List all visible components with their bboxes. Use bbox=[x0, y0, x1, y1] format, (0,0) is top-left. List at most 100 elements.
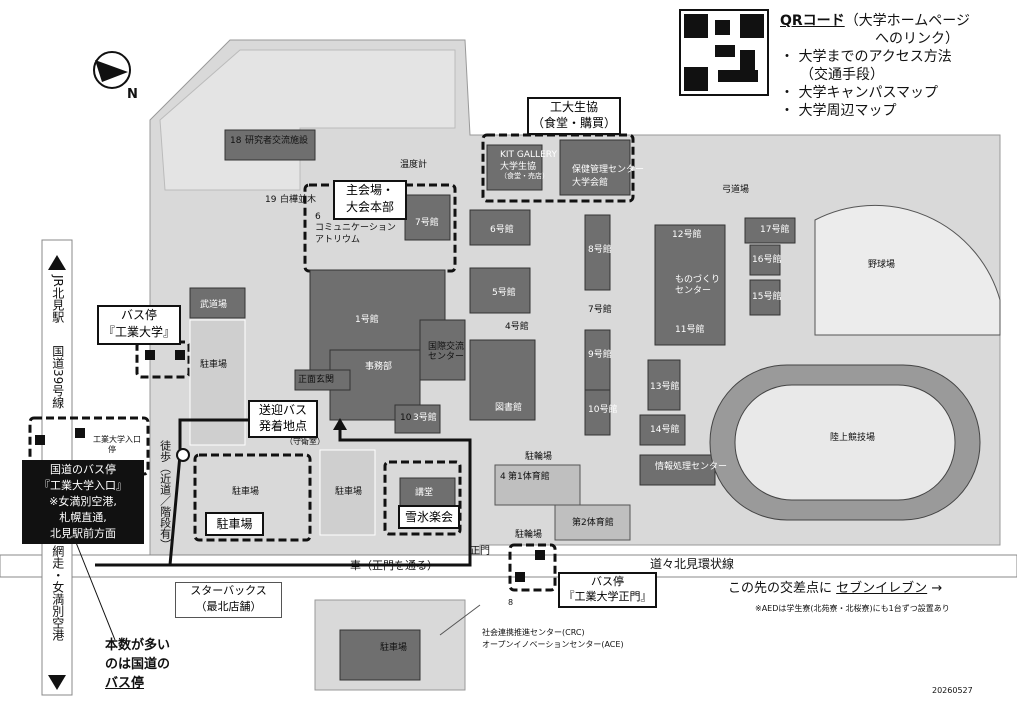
frequent-note-3: バス停 bbox=[105, 676, 145, 691]
compass-north-label: N bbox=[127, 87, 138, 102]
bld-6go: 6号館 bbox=[490, 225, 514, 235]
bld-monozukuri-1: ものづくり bbox=[675, 275, 721, 285]
bld-library: 図書館 bbox=[495, 403, 523, 413]
bld-jimubu: 事務部 bbox=[365, 362, 393, 372]
route39-label: 国道39号線 bbox=[50, 345, 65, 409]
building-budo bbox=[189, 287, 246, 319]
main-venue-callout-2: 大会本部 bbox=[345, 200, 394, 214]
shuttle-callout-1: 送迎バス bbox=[258, 403, 307, 417]
main-venue-callout: 主会場・ 大会本部 bbox=[333, 180, 407, 220]
seven-name: セブンイレブン bbox=[836, 581, 928, 596]
kokudo-stop-callout-1: 国道のバス停 bbox=[50, 463, 116, 476]
univ-stop-callout-2: 『工業大学』 bbox=[102, 325, 175, 339]
qr-title: QRコード bbox=[780, 13, 845, 29]
parking-lot-west bbox=[189, 319, 246, 446]
road-east-label: 道々北見環状線 bbox=[650, 557, 735, 571]
building-8 bbox=[584, 214, 611, 291]
bld-track: 陸上競技場 bbox=[830, 433, 876, 443]
bld-11: 11号館 bbox=[675, 325, 705, 335]
main-gate-label: 正門 bbox=[470, 546, 490, 557]
building-9 bbox=[584, 329, 611, 391]
athletics-infield bbox=[734, 384, 956, 501]
qr-item-4: 大学周辺マップ bbox=[798, 103, 897, 119]
car-route-label: 車（正門を通る） bbox=[350, 559, 438, 572]
bld-parking-3: 駐車場 bbox=[335, 487, 363, 497]
kokudo-stop-callout-4: 札幌直通, bbox=[59, 511, 107, 524]
bld-parking-6: 駐車場 bbox=[380, 643, 408, 653]
univ-stop-frame bbox=[135, 340, 191, 379]
starbucks-callout-2: （最北店舗） bbox=[195, 600, 262, 613]
bld-kitgallery: KIT GALLERY bbox=[500, 150, 557, 160]
bld-kokusai-1: 国際交流 bbox=[428, 342, 465, 352]
bld-6b: アトリウム bbox=[315, 235, 361, 245]
bld-4: 4号館 bbox=[505, 322, 529, 332]
building-library bbox=[469, 339, 536, 421]
building-7 bbox=[404, 194, 451, 241]
bld-onsen: 温度計 bbox=[400, 160, 428, 170]
bld-12: 12号館 bbox=[672, 230, 702, 240]
main-gate-stop-frame bbox=[508, 543, 557, 592]
bld-3: 3号館 bbox=[413, 413, 437, 423]
building-10 bbox=[584, 389, 611, 436]
qr-code-icon[interactable] bbox=[679, 9, 769, 96]
coop-callout-1: 工大生協 bbox=[549, 100, 598, 114]
building-16 bbox=[749, 244, 781, 276]
bld-coop-2: （食堂・売店） bbox=[500, 172, 549, 180]
bld-7b: 7号館 bbox=[588, 305, 612, 315]
bld-shirakaba: 白樺並木 bbox=[280, 195, 317, 205]
bld-kodo: 講堂 bbox=[415, 488, 434, 498]
building-health bbox=[559, 139, 631, 196]
building-18 bbox=[224, 129, 316, 161]
bld-8: 8号館 bbox=[588, 245, 612, 255]
kokudo-stop-small-2: 停 bbox=[108, 445, 116, 454]
parking-lot-centre bbox=[319, 449, 376, 536]
bus-stop-icons bbox=[35, 350, 545, 582]
kokudo-stop-small-1: 工業大学入口 bbox=[93, 435, 141, 444]
bld-info: 情報処理センター bbox=[655, 462, 728, 472]
qr-item-3: 大学キャンパスマップ bbox=[798, 85, 939, 101]
bld-18: 研究者交流施設 bbox=[245, 136, 309, 146]
bld-15: 15号館 bbox=[752, 292, 782, 302]
route-arrow-down bbox=[48, 675, 66, 690]
bld-3-num: 10 bbox=[400, 413, 412, 423]
bld-gym2: 第2体育館 bbox=[572, 518, 614, 528]
qr-title-note-1: （大学ホームページ bbox=[844, 13, 970, 29]
bld-6-num: 6 bbox=[315, 212, 321, 222]
bus-stop-icon-gate-2 bbox=[515, 572, 525, 582]
car-route-arrowhead bbox=[333, 418, 347, 430]
starbucks-callout: スターバックス （最北店舗） bbox=[175, 582, 282, 618]
bld-crc-2: オープンイノベーションセンター(ACE) bbox=[482, 640, 624, 649]
bld-19-num: 19 bbox=[265, 195, 277, 205]
footer-code: 20260527 bbox=[932, 686, 973, 695]
snow-ice-callout: 雪氷楽会 bbox=[398, 505, 460, 529]
coop-callout-2: （食堂・購買） bbox=[531, 116, 616, 130]
bld-kokusai-2: センター bbox=[428, 352, 465, 362]
bld-6: コミュニケーション bbox=[315, 223, 396, 233]
building-6go bbox=[469, 209, 531, 246]
univ-stop-callout: バス停 『工業大学』 bbox=[97, 305, 181, 345]
qr-item-1: 大学までのアクセス方法 bbox=[798, 49, 952, 65]
walk-route-label: 徒歩（近道／階段有） bbox=[158, 440, 172, 550]
bus-stop-icon-univ-2 bbox=[175, 350, 185, 360]
building-13 bbox=[647, 359, 681, 411]
aed-note: ※AEDは学生寮(北苑寮・北桜寮)にも1台ずつ設置あり bbox=[755, 604, 950, 613]
bus-stop-icon-kokudo-1 bbox=[35, 435, 45, 445]
leader-frequent bbox=[74, 539, 116, 641]
bld-crc-1: 社会連携推進センター(CRC) bbox=[482, 628, 585, 637]
qr-item-2: （交通手段） bbox=[800, 67, 884, 83]
main-gate-stop-callout: バス停 『工業大学正門』 bbox=[558, 572, 657, 608]
bld-parking-5: 駐輪場 bbox=[515, 530, 543, 540]
car-route bbox=[95, 425, 472, 567]
kokudo-stop-callout-3: ※女満別空港, bbox=[49, 495, 117, 508]
building-12 bbox=[654, 224, 726, 346]
building-17 bbox=[744, 217, 796, 244]
bld-hall: 大学会館 bbox=[572, 178, 609, 188]
kokudo-stop-frame bbox=[28, 416, 150, 476]
route-south-label: 網走・女満別空港 bbox=[50, 545, 65, 641]
seven-arrow: → bbox=[931, 581, 943, 596]
bld-gym1: 第1体育館 bbox=[508, 472, 550, 482]
walk-route-start bbox=[176, 448, 190, 462]
frequent-note-2: のは国道の bbox=[105, 657, 171, 672]
univ-stop-callout-1: バス停 bbox=[120, 308, 157, 322]
